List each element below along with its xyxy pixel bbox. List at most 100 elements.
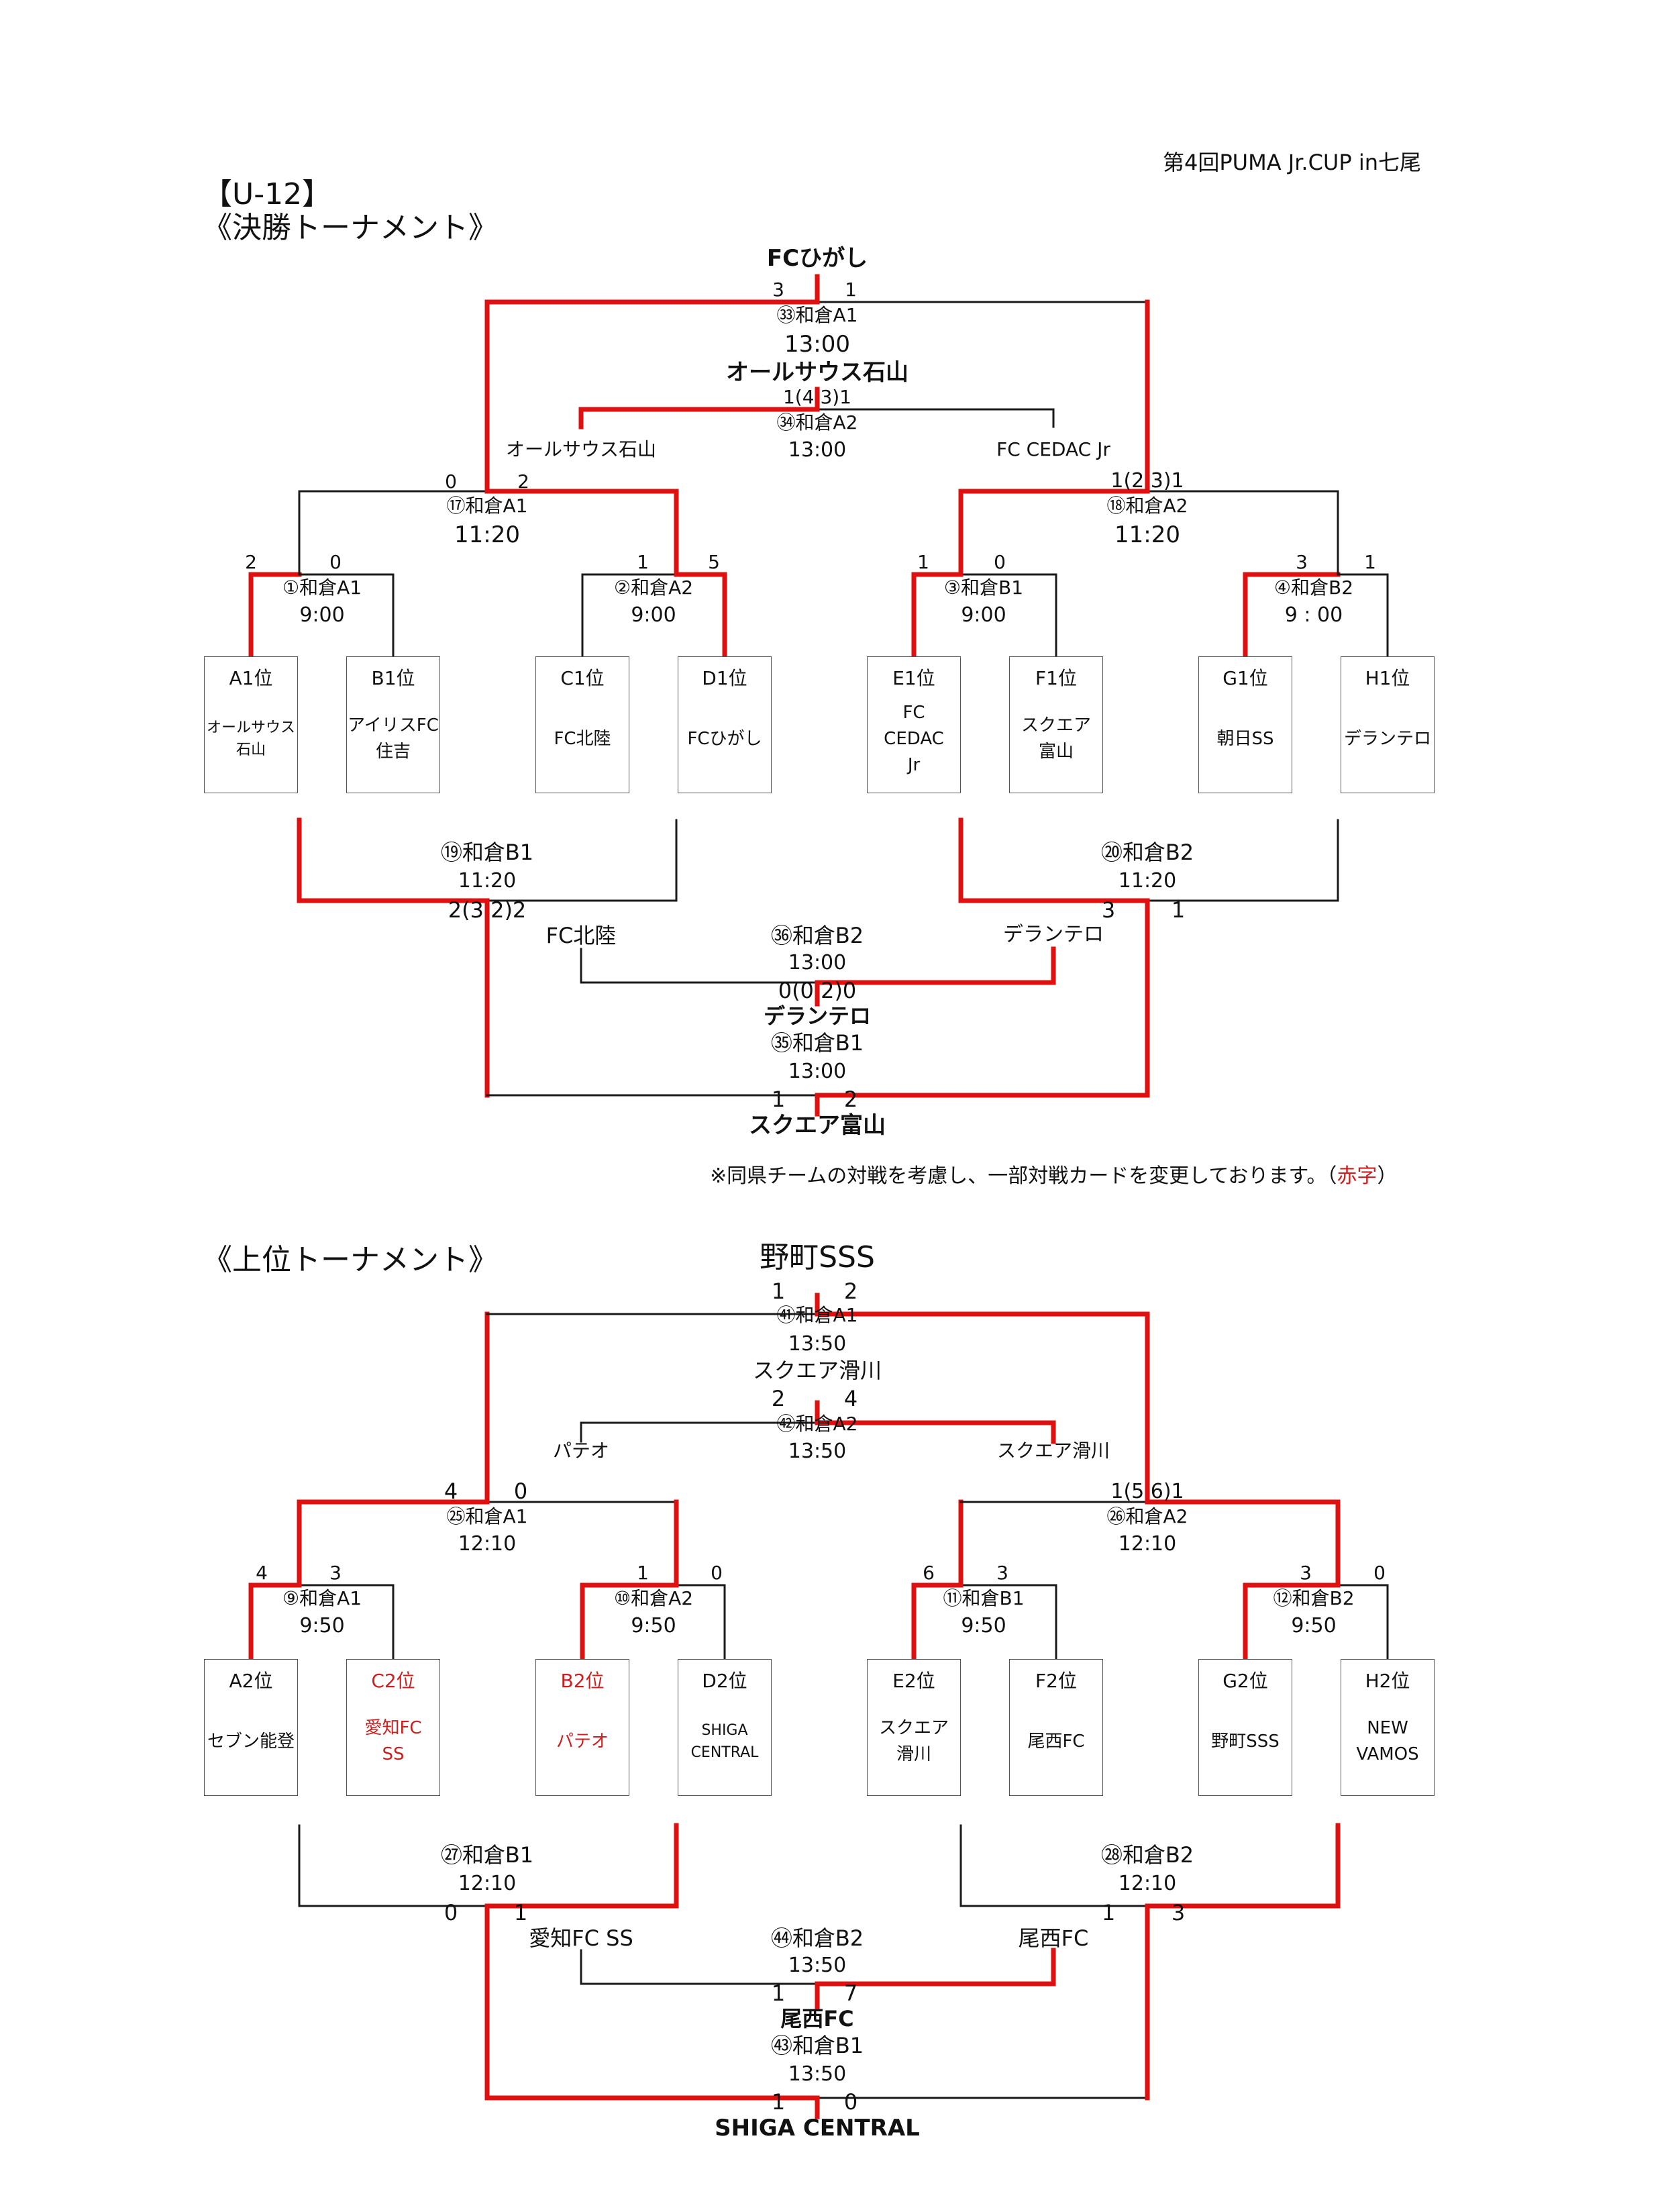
match-time: 9:00	[961, 603, 1006, 627]
match-label: ㊶和倉A1	[776, 1304, 858, 1326]
upper-tournament-title: 《上位トーナメント》	[203, 1243, 498, 1277]
score: 1(4 3)1	[782, 386, 852, 408]
score: 3	[1296, 551, 1308, 573]
team-name: スクエア滑川	[996, 1440, 1110, 1462]
note-text: ※同県チームの対戦を考慮し、一部対戦カードを変更しております。（赤字）	[710, 1166, 1397, 1187]
slot-team: FCひがし	[687, 728, 762, 749]
score: 1	[917, 551, 929, 573]
slot-team: セブン能登	[207, 1731, 295, 1752]
match-label: ㉝和倉A1	[776, 304, 858, 326]
match-time: 9:50	[961, 1614, 1006, 1638]
slot-team: オールサウス 石山	[206, 719, 295, 758]
match-time: 13:50	[788, 2062, 847, 2086]
match-time: 9:00	[631, 603, 676, 627]
note-prefix: ※同県チームの対戦を考慮し、一部対戦カードを変更しております。（	[710, 1164, 1337, 1188]
slot-box: H1位デランテロ	[1341, 656, 1435, 793]
match-label: ④和倉B2	[1273, 576, 1354, 599]
match-time: 12:10	[458, 1872, 517, 1895]
match-label: ⑰和倉A1	[446, 495, 528, 517]
slot-team: NEW VAMOS	[1356, 1718, 1419, 1764]
slot-position: D1位	[702, 667, 747, 689]
slot-position: B1位	[371, 667, 415, 689]
match-label: ⑨和倉A1	[282, 1587, 362, 1609]
slot-position: A1位	[229, 667, 273, 689]
match-label: ㉕和倉A1	[446, 1505, 528, 1527]
team-name: オールサウス石山	[505, 438, 657, 460]
score: 0	[711, 1562, 723, 1584]
score: 4	[256, 1562, 268, 1584]
slot-team: デランテロ	[1343, 728, 1431, 749]
team-name: パテオ	[552, 1440, 610, 1462]
slot-position: B2位	[560, 1670, 605, 1692]
score: 2	[771, 1386, 786, 1411]
slot-team: 尾西FC	[1027, 1731, 1085, 1752]
category-label: 【U-12】	[203, 177, 332, 211]
slot-team: パテオ	[556, 1731, 609, 1752]
score: 1	[1101, 1900, 1116, 1925]
match-time: 13:00	[788, 1060, 847, 1083]
match-label: ㊸和倉B1	[770, 2033, 864, 2058]
score: 0	[445, 470, 457, 493]
team-name: 尾西FC	[1018, 1925, 1089, 1951]
winner-name: SHIGA CENTRAL	[715, 2115, 920, 2142]
slot-team: スクエア 滑川	[878, 1718, 949, 1764]
slot-box: F2位尾西FC	[1009, 1659, 1103, 1796]
match-time: 9:00	[299, 603, 345, 627]
slot-position: H1位	[1365, 667, 1410, 689]
match-label: ㊹和倉B2	[770, 1925, 864, 1951]
score: 1	[771, 1278, 786, 1304]
match-label: ㉘和倉B2	[1100, 1842, 1194, 1868]
slot-team: 朝日SS	[1216, 728, 1274, 749]
match-label: ㉗和倉B1	[440, 1842, 534, 1868]
score: 0	[329, 551, 342, 573]
slot-position: A2位	[229, 1670, 273, 1692]
match-time: 11:20	[1118, 869, 1177, 893]
team-name: FC CEDAC Jr	[996, 438, 1110, 460]
match-label: ⑩和倉A2	[613, 1587, 694, 1609]
slot-team: 野町SSS	[1211, 1731, 1280, 1752]
match-label: ㉟和倉B1	[770, 1030, 864, 1056]
score: 4	[843, 1386, 858, 1411]
slot-team: スクエア 富山	[1021, 715, 1091, 762]
winner-name: オールサウス石山	[726, 359, 908, 386]
match-label: ⑪和倉B1	[943, 1587, 1025, 1609]
match-time: 13:00	[788, 951, 847, 974]
score: 3	[1171, 1900, 1186, 1925]
score: 0(0 2)0	[778, 978, 857, 1003]
winner-name: スクエア滑川	[752, 1358, 882, 1383]
champion-name: 野町SSS	[760, 1240, 875, 1274]
slot-box: D1位 FCひがし	[678, 656, 772, 793]
slot-box: G1位朝日SS	[1198, 656, 1292, 793]
score: 6	[923, 1562, 935, 1584]
match-label: ①和倉A1	[282, 576, 362, 599]
slot-position: D2位	[702, 1670, 747, 1692]
winner-name: 尾西FC	[780, 2006, 854, 2031]
score: 3	[329, 1562, 342, 1584]
slot-position: E1位	[892, 667, 935, 689]
match-time: 12:10	[1118, 1532, 1177, 1556]
match-time: 11:20	[1114, 521, 1180, 548]
score: 1	[513, 1900, 528, 1925]
match-time: 13:50	[788, 1954, 847, 1977]
score: 1	[771, 1087, 786, 1112]
match-time: 12:10	[458, 1532, 517, 1556]
match-time: 13:50	[788, 1332, 847, 1356]
note-red: 赤字	[1337, 1164, 1377, 1188]
match-label: ⑱和倉A2	[1106, 495, 1188, 517]
slot-box: F1位スクエア 富山	[1009, 656, 1103, 793]
score: 2(3 2)2	[448, 897, 527, 923]
score: 1	[771, 1980, 786, 2006]
winner-name: デランテロ	[763, 1003, 872, 1029]
match-label: ㊱和倉B2	[770, 923, 864, 948]
slot-box: C2位愛知FC SS	[346, 1659, 440, 1796]
score: 3	[772, 279, 784, 301]
slot-team: FC CEDAC Jr	[884, 702, 944, 775]
score: 3	[1300, 1562, 1312, 1584]
slot-box: A2位セブン能登	[204, 1659, 298, 1796]
slot-box: A1位オールサウス 石山	[204, 656, 298, 793]
slot-box: B1位アイリスFC 住吉	[346, 656, 440, 793]
slot-position: F2位	[1035, 1670, 1077, 1692]
score: 0	[444, 1900, 458, 1925]
